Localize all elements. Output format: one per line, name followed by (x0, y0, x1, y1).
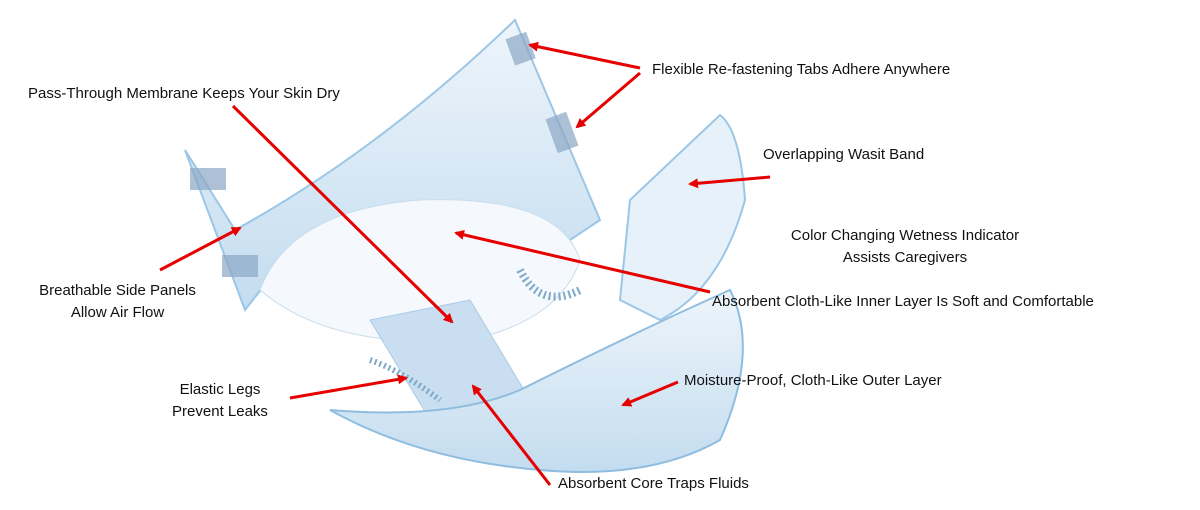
arrows (159, 41, 771, 486)
label-outer: Moisture-Proof, Cloth-Like Outer Layer (684, 372, 942, 389)
waist-band (618, 113, 747, 322)
arrow-waist (688, 175, 771, 189)
label-wetness: Color Changing Wetness Indicator Assists… (770, 225, 1040, 269)
label-membrane: Pass-Through Membrane Keeps Your Skin Dr… (28, 85, 340, 102)
tab-top (505, 31, 536, 66)
arrow-legs (289, 374, 408, 400)
tab-left-bottom (222, 255, 258, 277)
arrow-outer (621, 380, 679, 407)
label-side-line2: Allow Air Flow (70, 304, 165, 321)
arrow-inner (454, 229, 711, 294)
label-inner: Absorbent Cloth-Like Inner Layer Is Soft… (712, 293, 1094, 310)
arrow-core (471, 384, 552, 486)
diaper (184, 18, 747, 473)
label-legs-line1: Elastic Legs (179, 381, 261, 398)
elastic-leg-right (516, 268, 582, 301)
label-tabs: Flexible Re-fastening Tabs Adhere Anywhe… (652, 61, 951, 78)
arrow-tabs-mid (575, 71, 641, 129)
label-wetness-line1: Color Changing Wetness Indicator (790, 227, 1020, 244)
label-side-panels: Breathable Side Panels Allow Air Flow (20, 280, 215, 324)
front-panel (329, 288, 744, 473)
label-legs: Elastic Legs Prevent Leaks (165, 379, 275, 423)
arrow-side (159, 226, 242, 272)
label-legs-line2: Prevent Leaks (172, 403, 268, 420)
arrow-membrane (231, 104, 454, 324)
tab-mid (545, 111, 579, 154)
arrow-tabs-top (528, 41, 641, 70)
label-core: Absorbent Core Traps Fluids (558, 475, 749, 492)
label-waist: Overlapping Wasit Band (763, 146, 925, 163)
tab-left-top (190, 168, 226, 190)
label-wetness-line2: Assists Caregivers (842, 249, 968, 266)
label-side-line1: Breathable Side Panels (39, 282, 196, 299)
